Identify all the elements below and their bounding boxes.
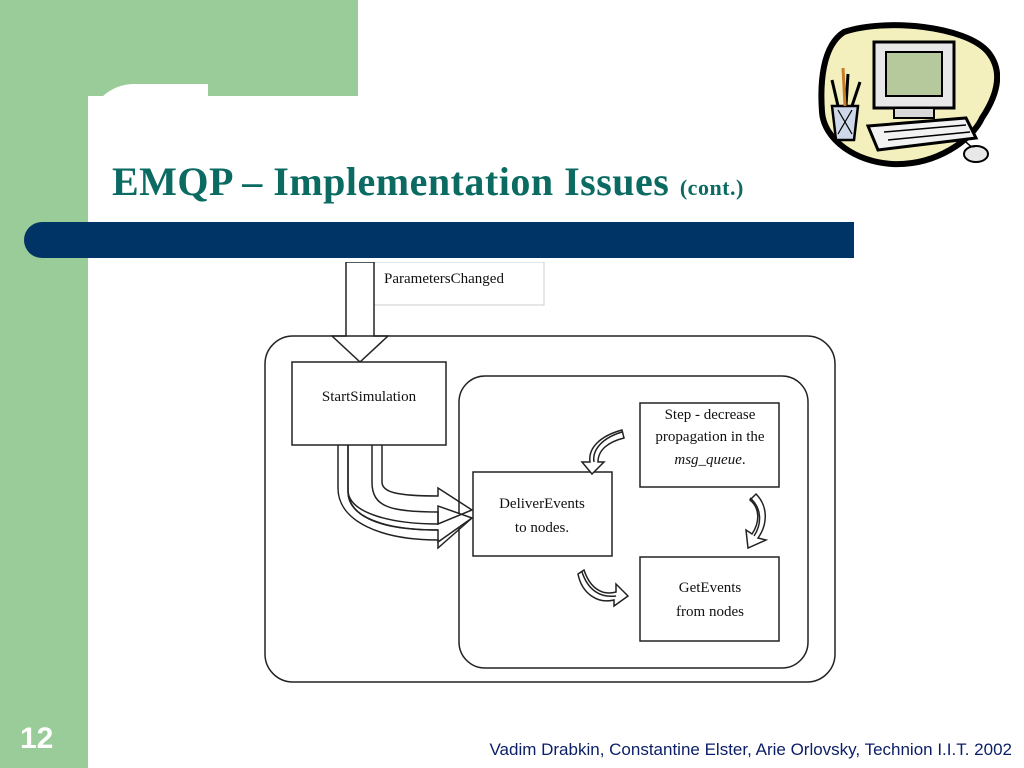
title-underline-bar <box>24 222 854 258</box>
step-line-3: msg_queue. <box>674 452 745 468</box>
computer-with-pencil-cup-icon <box>816 22 1000 172</box>
step-period: . <box>742 452 746 468</box>
slide-title: EMQP – Implementation Issues (cont.) <box>112 158 744 205</box>
get-events-box <box>640 557 779 641</box>
green-top-band <box>0 0 358 96</box>
start-simulation-label: StartSimulation <box>322 389 417 405</box>
step-line-2: propagation in the <box>655 429 764 445</box>
parameters-changed-label: ParametersChanged <box>384 271 504 287</box>
flow-diagram: ParametersChanged StartSimulation Delive… <box>262 262 842 686</box>
green-left-band <box>0 0 88 768</box>
slide-number: 12 <box>20 722 53 756</box>
footer-credits: Vadim Drabkin, Constantine Elster, Arie … <box>489 740 1012 760</box>
step-line-1: Step - decrease <box>665 407 756 423</box>
deliver-to-get-arrow <box>578 570 628 606</box>
deliver-events-line-2: to nodes. <box>515 520 569 536</box>
deliver-events-line-1: DeliverEvents <box>499 496 585 512</box>
deliver-events-box <box>473 472 612 556</box>
get-events-line-1: GetEvents <box>679 580 742 596</box>
title-cont: (cont.) <box>680 175 744 200</box>
get-to-step-arrow <box>582 430 624 474</box>
get-events-line-2: from nodes <box>676 604 744 620</box>
step-cycle-arrow <box>746 494 766 548</box>
step-italic: msg_queue <box>674 452 742 468</box>
title-main: EMQP – Implementation Issues <box>112 159 669 204</box>
